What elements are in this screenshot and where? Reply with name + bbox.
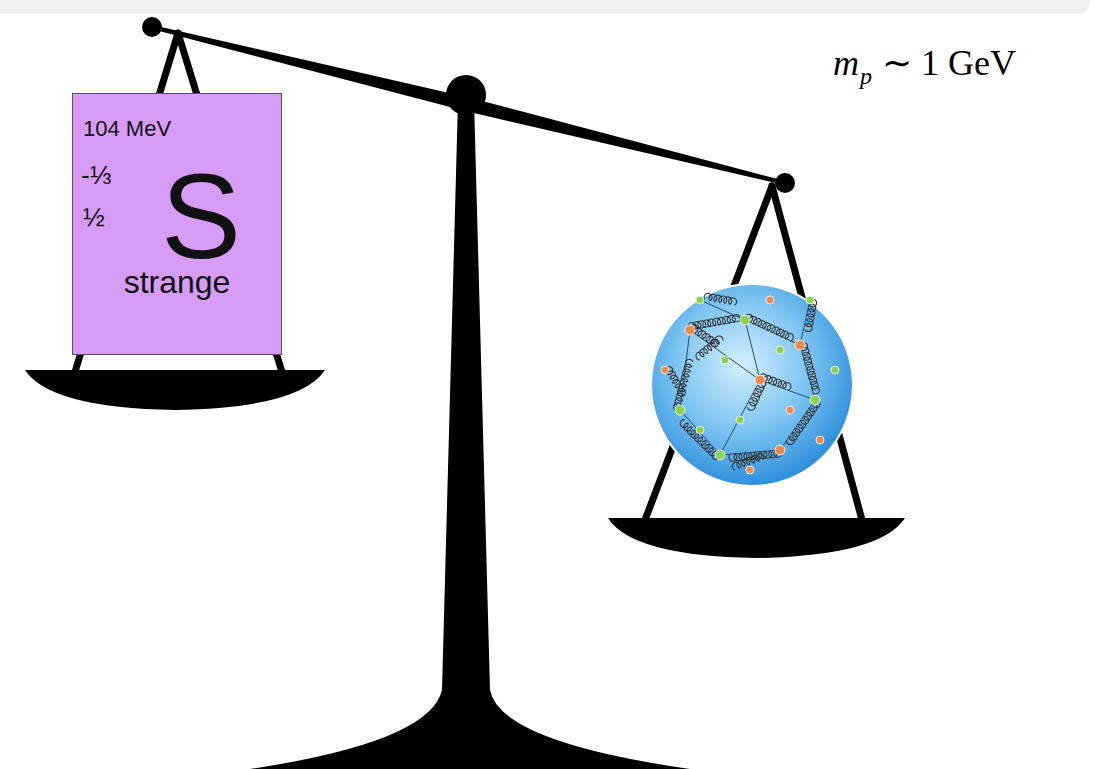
hanger-right	[645, 186, 862, 520]
beam-end	[142, 17, 162, 37]
mass-label: mp∼ 1 GeV	[833, 44, 1016, 84]
mass-subscript: p	[860, 63, 872, 89]
scale-pillar	[250, 100, 690, 769]
pan-right	[608, 518, 905, 558]
header-strip	[0, 0, 1090, 14]
mass-estimate: ∼ 1 GeV	[882, 44, 1016, 84]
pivot-knob	[446, 75, 486, 115]
beam-end	[775, 173, 795, 193]
quark-symbol: S	[161, 156, 241, 276]
pan-left	[25, 370, 325, 410]
quark-card: 104 MeV -⅓ ½ Sstrange	[72, 93, 282, 355]
quark-name: strange	[73, 266, 281, 298]
spin-value: ½	[83, 204, 105, 230]
mass-value: 104 MeV	[83, 118, 171, 140]
mass-symbol: m	[833, 44, 859, 84]
proton-illustration	[651, 284, 853, 486]
charge-value: -⅓	[81, 162, 111, 188]
